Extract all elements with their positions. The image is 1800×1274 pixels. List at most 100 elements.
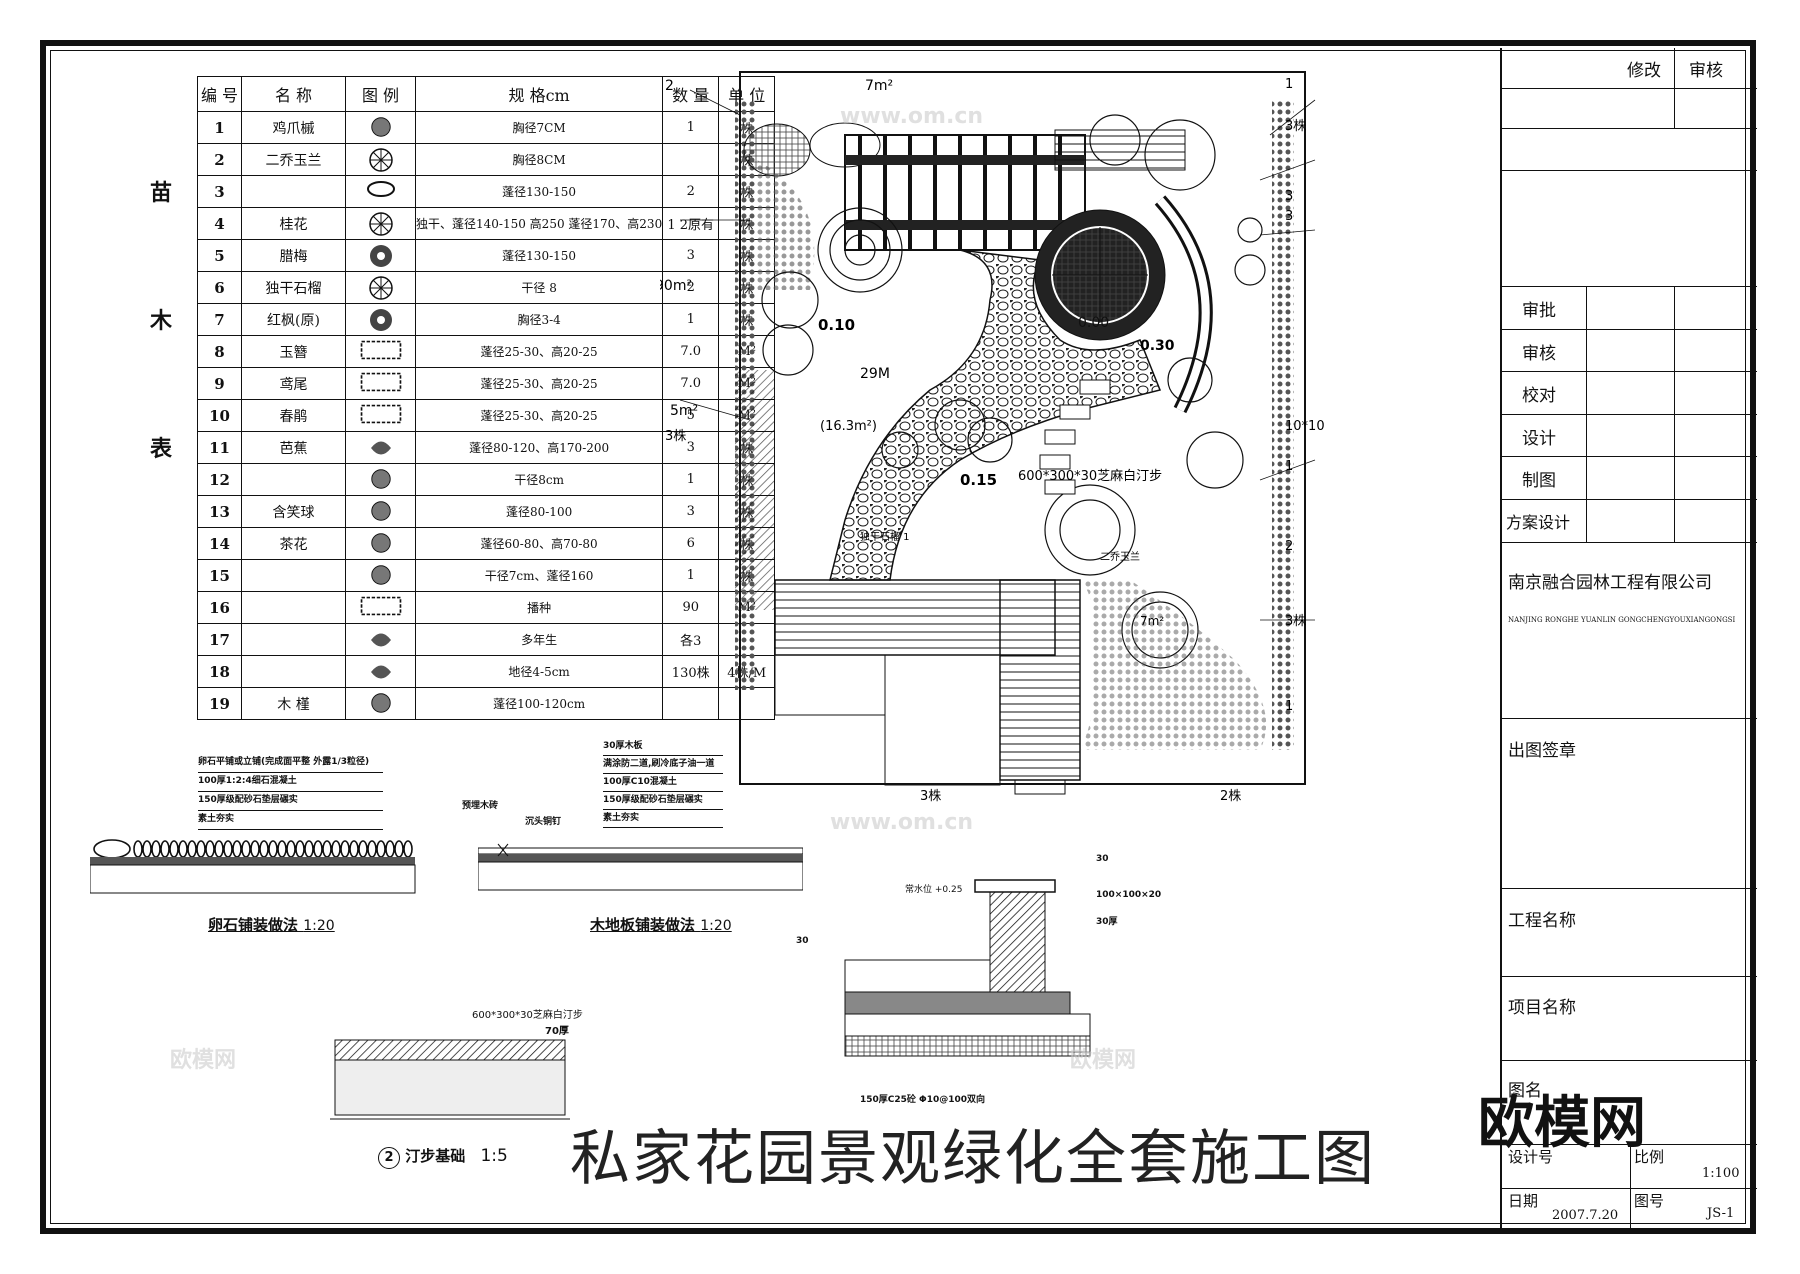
pond-label-3: 100×100×20 <box>1096 890 1162 900</box>
plan-misc-2: 独干石榴 1 <box>860 530 910 543</box>
pebble-mark <box>250 840 260 858</box>
row-qty: 7.0 <box>662 367 720 400</box>
right-hedge <box>1272 100 1294 750</box>
row-legend <box>345 463 416 496</box>
step-note-mid: 70厚 <box>545 1026 569 1037</box>
row-no: 9 <box>197 367 242 400</box>
row-no: 3 <box>197 175 242 208</box>
row-name <box>241 623 346 656</box>
wood-note-brick: 预埋木砖 <box>462 801 499 811</box>
wood-detail-title: 木地板铺装做法 1:20 <box>590 914 732 935</box>
pebble-mark <box>277 840 287 858</box>
drawing-inner-border <box>50 50 1746 1224</box>
pebble-mark <box>322 840 332 858</box>
row-name: 玉簪 <box>241 335 346 368</box>
row-name: 独干石榴 <box>241 271 346 304</box>
pebble-mark <box>232 840 242 858</box>
wood-note-nail: 沉头铜钉 <box>525 817 562 827</box>
plant-legend-icon <box>369 691 393 717</box>
area-label-4: 29M <box>860 366 890 382</box>
row-name: 鸡爪槭 <box>241 111 346 144</box>
wood-note-5: 素土夯实 <box>603 810 723 828</box>
step-detail-scale: 1:5 <box>480 1146 508 1166</box>
pebble-mark <box>268 840 278 858</box>
row-name <box>241 175 346 208</box>
right-label-7: 2 <box>1285 539 1293 554</box>
pebble-mark <box>304 840 314 858</box>
wood-section-drawing <box>478 843 803 891</box>
row-no: 5 <box>197 239 242 272</box>
pergola-structure <box>844 134 1086 251</box>
row-qty: 3 <box>662 495 720 528</box>
watermark-url-1: www.om.cn <box>840 104 984 129</box>
row-no: 6 <box>197 271 242 304</box>
row-qty: 7.0 <box>662 335 720 368</box>
tb-revise: 修改 <box>1627 61 1661 81</box>
plant-legend-icon <box>369 115 393 141</box>
elevation-label-2: 0.00 <box>1078 315 1109 331</box>
watermark-url-2: www.om.cn <box>830 810 974 835</box>
side-title-char-3: 表 <box>150 436 173 462</box>
row-qty: 6 <box>662 527 720 560</box>
tb-drawing-name: 图名 <box>1508 1081 1542 1101</box>
row-no: 19 <box>197 687 242 720</box>
tb-seal: 出图签章 <box>1508 741 1576 761</box>
pebble-note-3: 150厚级配砂石垫层碾实 <box>198 792 383 811</box>
tb-scale: 1:100 <box>1702 1166 1740 1181</box>
row-name: 腊梅 <box>241 239 346 272</box>
row-legend <box>345 687 416 720</box>
row-no: 4 <box>197 207 242 240</box>
step-detail-name: 汀步基础 <box>405 1147 466 1165</box>
row-legend <box>345 431 416 464</box>
row-legend <box>345 143 416 176</box>
row-name: 桂花 <box>241 207 346 240</box>
row-name <box>241 463 346 496</box>
plant-legend-icon <box>356 403 406 429</box>
pebble-mark <box>196 840 206 858</box>
pond-section-drawing <box>844 879 1091 1057</box>
tb-role-approve: 审批 <box>1522 301 1556 321</box>
pebble-mark <box>241 840 251 858</box>
row-spec: 蓬径130-150 <box>414 175 664 208</box>
row-legend <box>345 527 416 560</box>
plant-legend-icon <box>368 211 394 237</box>
wood-note-1: 30厚木板 <box>603 738 723 756</box>
row-legend <box>345 367 416 400</box>
tb-date: 2007.7.20 <box>1552 1208 1619 1223</box>
wood-detail-name: 木地板铺装做法 <box>590 916 696 934</box>
pebble-detail-name: 卵石铺装做法 <box>208 916 299 934</box>
bottom-label-2: 2株 <box>1220 789 1241 804</box>
left-planting-bed <box>735 370 775 610</box>
tb-design-no: 设计号 <box>1508 1148 1554 1166</box>
tb-company: 南京融合园林工程有限公司 <box>1508 573 1712 593</box>
pebble-notes: 卵石平铺或立铺(完成面平整 外露1/3粒径) 100厚1:2:4细石混凝土 15… <box>198 754 383 830</box>
plant-legend-icon <box>369 531 393 557</box>
pond-label-1: 30 <box>1096 854 1109 864</box>
row-legend <box>345 559 416 592</box>
row-qty: 1 <box>662 559 720 592</box>
stepping-stones <box>1039 379 1111 495</box>
row-spec: 蓬径25-30、高20-25 <box>414 367 664 400</box>
plant-table-side-title: 苗 木 表 <box>150 175 180 559</box>
row-qty: 90 <box>662 591 720 624</box>
pebble-mark <box>367 840 377 858</box>
step-detail-num: 2 <box>378 1147 400 1169</box>
pebble-mark <box>385 840 395 858</box>
row-legend <box>345 399 416 432</box>
plant-legend-icon <box>356 339 406 365</box>
pebble-mark <box>313 840 323 858</box>
side-title-char-1: 苗 <box>150 180 173 206</box>
plant-legend-icon <box>368 243 394 269</box>
pebble-mark <box>187 840 197 858</box>
pebble-mark <box>376 840 386 858</box>
plant-legend-icon <box>356 371 406 397</box>
wood-note-4: 150厚级配砂石垫层碾实 <box>603 792 723 810</box>
plant-legend-icon <box>356 595 406 621</box>
right-label-4: 3 <box>1285 209 1293 224</box>
row-name <box>241 591 346 624</box>
tb-scale-label: 比例 <box>1634 1148 1665 1166</box>
row-qty <box>662 687 720 720</box>
pebble-mark <box>214 840 224 858</box>
